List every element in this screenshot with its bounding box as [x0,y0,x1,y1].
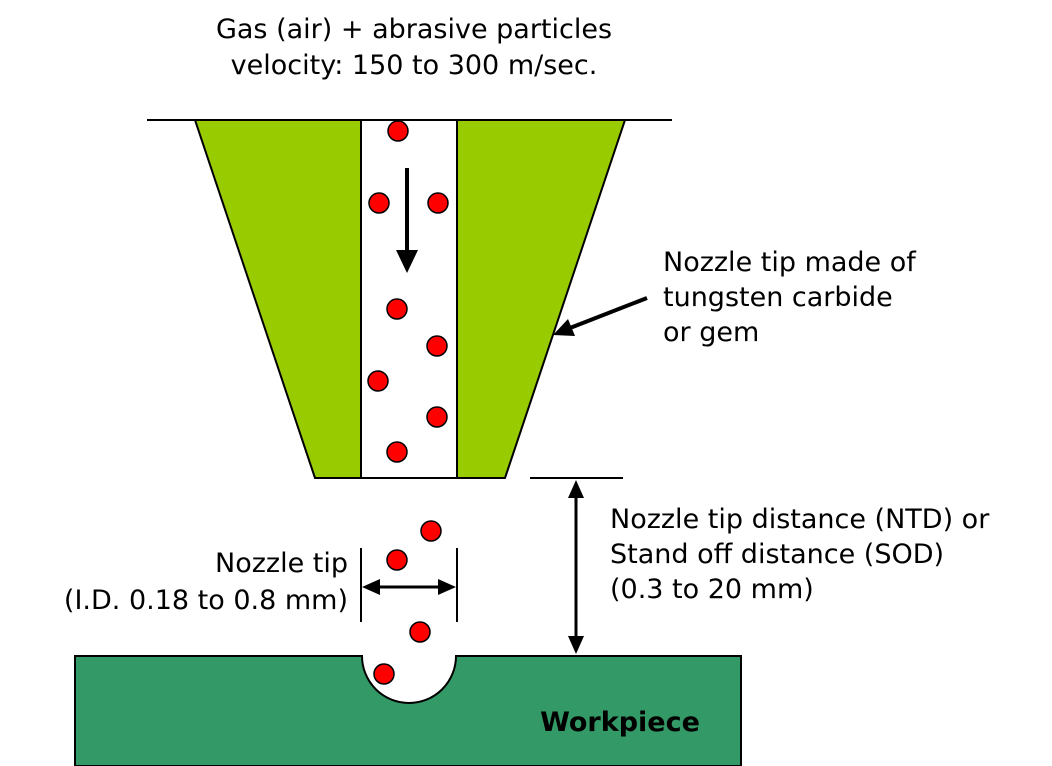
ntd-label-line-1: Nozzle tip distance (NTD) or [610,504,990,535]
particle [386,441,408,463]
particle [387,120,409,142]
nozzle-label-line-1: Nozzle tip made of [663,247,917,278]
nozzle-label-line-3: or gem [663,317,759,348]
ntd-arrow-head-top [568,480,584,498]
particle [386,298,408,320]
ntd-label-line-2: Stand off distance (SOD) [610,539,944,570]
particles-in-jet [373,520,442,685]
nozzle-pointer-head [553,319,575,336]
particle [426,335,448,357]
flow-arrow-head [396,250,418,273]
particle [373,663,395,685]
tip-id-arrow-head-left [362,579,380,595]
particle [427,192,449,214]
nozzle-pointer-shaft [569,296,648,330]
tip-id-arrow-head-right [438,579,456,595]
header-line-2: velocity: 150 to 300 m/sec. [231,50,598,81]
header-line-1: Gas (air) + abrasive particles [216,14,612,45]
particle [368,192,390,214]
particle [367,370,389,392]
particles-in-nozzle [367,120,449,463]
tip-label-line-1: Nozzle tip [215,548,348,579]
particle [409,621,431,643]
ntd-arrow-head-bottom [568,636,584,654]
nozzle-label-line-2: tungsten carbide [663,282,893,313]
particle [420,520,442,542]
workpiece-body [74,655,742,766]
ntd-label-line-3: (0.3 to 20 mm) [610,574,814,605]
workpiece-label: Workpiece [540,707,700,738]
particle [386,549,408,571]
particle [426,406,448,428]
tip-label-line-2: (I.D. 0.18 to 0.8 mm) [64,585,348,616]
